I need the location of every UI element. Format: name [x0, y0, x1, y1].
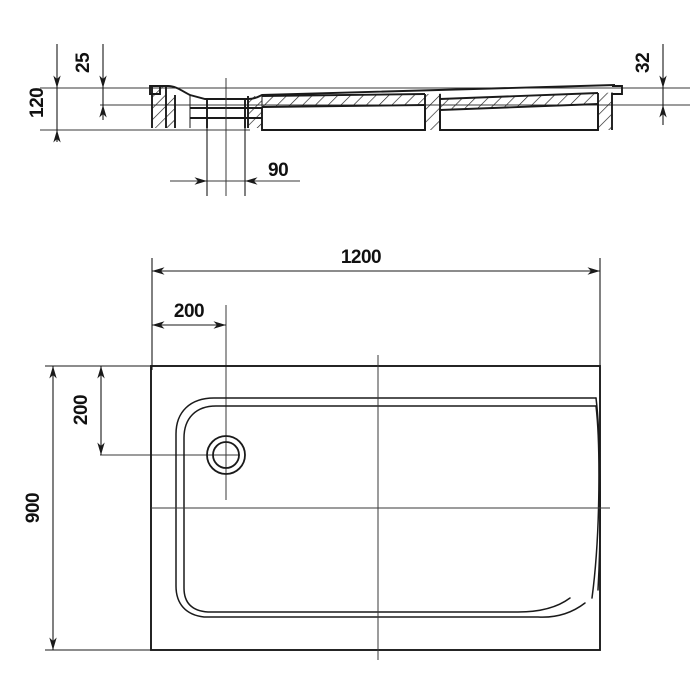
dimension-120: 120 — [27, 44, 61, 143]
plan-centerlines — [151, 355, 610, 660]
drain-symbol — [206, 435, 246, 475]
dimension-25: 25 — [73, 44, 107, 120]
drain-inner-circle — [212, 441, 240, 469]
section-detail-lines — [174, 95, 263, 130]
dimension-1200-label: 1200 — [341, 247, 381, 268]
drain-outer-circle — [206, 435, 246, 475]
section-body-hatching — [152, 87, 612, 130]
dimension-25-label: 25 — [73, 52, 94, 73]
dimension-32: 32 — [633, 44, 667, 125]
dimension-1200: 1200 — [151, 247, 601, 370]
section-outline — [149, 84, 623, 131]
cross-section-view: 120 25 32 90 — [27, 44, 690, 196]
dimension-120-label: 120 — [27, 88, 48, 118]
dimension-200-y-label: 200 — [71, 395, 92, 425]
dimension-90: 90 — [194, 100, 289, 196]
dimension-200-x-label: 200 — [174, 301, 204, 322]
dimension-900-label: 900 — [23, 493, 44, 523]
dimension-90-label: 90 — [268, 160, 288, 181]
dimension-900: 900 — [23, 365, 160, 651]
basin-outlines — [175, 397, 601, 618]
dimension-32-label: 32 — [633, 53, 654, 73]
dimension-200-y: 200 — [71, 366, 240, 456]
plan-view: 1200 200 900 200 — [23, 247, 610, 660]
